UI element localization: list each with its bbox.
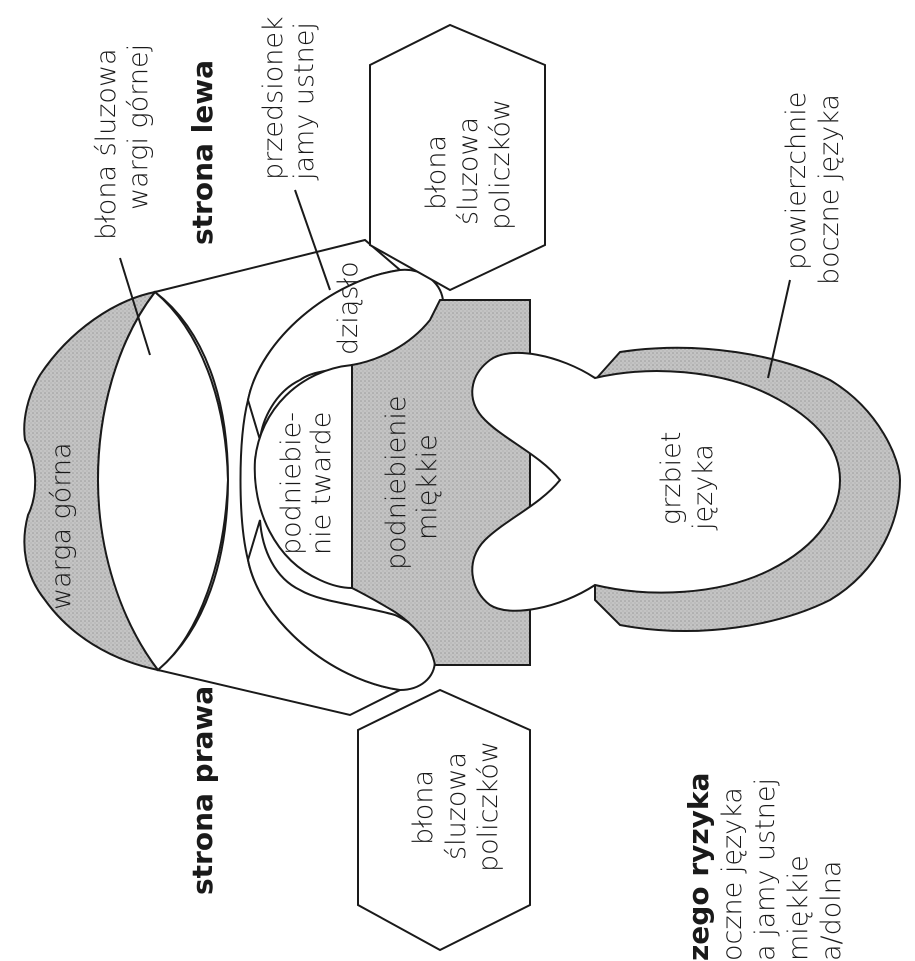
pointer-vestibule xyxy=(294,189,331,291)
label-soft-palate-line1: podniebienie xyxy=(381,396,412,571)
pointer-lateral-tongue xyxy=(767,279,791,379)
label-vestibule-line1: przedsionek xyxy=(258,16,289,180)
tongue-dorsum-region xyxy=(471,351,842,612)
label-hard-palate-line2: nie twarde xyxy=(306,412,337,555)
legend-line-1: zego ryzyka xyxy=(682,773,715,961)
label-hard-palate-line1: podniebie- xyxy=(276,412,307,555)
label-lip-mucosa-line2: wargi górnej xyxy=(123,44,154,210)
label-tongue-dorsum-line1: grzbiet xyxy=(656,432,687,525)
label-cheek-bottom-line3: policzków xyxy=(473,741,504,872)
label-cheek-top-line2: śluzowa xyxy=(453,117,484,225)
hard-palate-region xyxy=(253,363,353,590)
legend-line-4: miękkie xyxy=(783,855,814,961)
cheek-mucosa-top-hexagon xyxy=(369,23,546,292)
legend-line-2: oczne języka xyxy=(717,787,748,961)
label-vestibule-line2: jamy ustnej xyxy=(289,22,320,181)
label-tongue-dorsum-line2: języka xyxy=(688,444,719,531)
label-left-side: strona lewa xyxy=(186,60,219,245)
legend-line-5: a/dolna xyxy=(816,861,847,961)
label-right-side: strona prawa xyxy=(186,686,219,895)
cheek-mucosa-bottom-hexagon xyxy=(357,688,531,952)
label-upper-lip: warga górna xyxy=(46,442,77,610)
label-cheek-top-line1: błona xyxy=(421,135,452,210)
label-lip-mucosa-line1: błona śluzowa xyxy=(91,48,122,240)
label-lateral-tongue-line2: boczne języka xyxy=(814,94,845,285)
label-cheek-bottom-line2: śluzowa xyxy=(441,752,472,860)
pointer-lip-mucosa xyxy=(119,257,151,356)
label-soft-palate-line2: miękkie xyxy=(412,434,443,540)
label-gum: dziąsło xyxy=(333,261,364,355)
label-lateral-tongue-line1: powierzchnie xyxy=(781,92,812,270)
label-cheek-top-line3: policzków xyxy=(485,99,516,230)
legend-line-3: a jamy ustnej xyxy=(750,778,781,961)
label-cheek-bottom-line1: błona xyxy=(408,770,439,845)
